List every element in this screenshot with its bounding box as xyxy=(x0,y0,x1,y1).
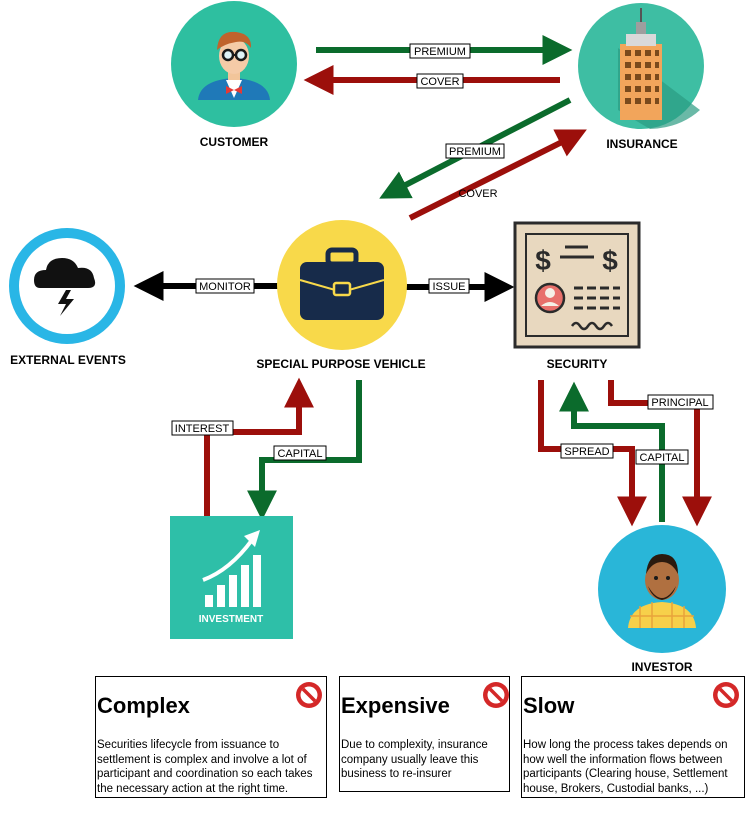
external-events-node: EXTERNAL EVENTS xyxy=(9,228,126,367)
prohibited-icon xyxy=(296,682,322,708)
briefcase-icon xyxy=(277,220,407,350)
skyscraper-icon xyxy=(578,3,704,129)
card-text: How long the process takes depends on ho… xyxy=(523,739,728,795)
customer-node: CUSTOMER xyxy=(171,1,297,149)
edge-label-cover-diagonal: COVER xyxy=(458,188,497,200)
svg-text:COVER: COVER xyxy=(458,188,497,200)
prohibited-icon xyxy=(713,682,739,708)
spv-label: SPECIAL PURPOSE VEHICLE xyxy=(256,357,425,371)
insurance-label: INSURANCE xyxy=(606,137,677,151)
investor-label: INVESTOR xyxy=(631,660,692,674)
svg-text:COVER: COVER xyxy=(420,76,459,88)
edge-label-capital-spv: CAPITAL xyxy=(273,445,327,461)
edge-label-cover-top: COVER xyxy=(416,73,464,89)
investment-label: INVESTMENT xyxy=(199,614,263,625)
growth-chart-icon xyxy=(170,516,293,639)
security-label: SECURITY xyxy=(547,357,608,371)
investor-avatar-icon xyxy=(598,525,726,653)
arrow-cover-spv-to-insurance xyxy=(408,129,587,221)
svg-text:CAPITAL: CAPITAL xyxy=(277,448,322,460)
spv-node: SPECIAL PURPOSE VEHICLE xyxy=(256,220,426,371)
card-text: Due to complexity, insurance company usu… xyxy=(341,739,488,780)
svg-text:INTEREST: INTEREST xyxy=(175,423,230,435)
card-title: Expensive xyxy=(341,693,450,718)
prohibited-icon xyxy=(483,682,509,708)
svg-text:PRINCIPAL: PRINCIPAL xyxy=(651,397,708,409)
insurance-node: INSURANCE xyxy=(578,3,704,151)
card-title: Complex xyxy=(97,693,190,718)
svg-text:ISSUE: ISSUE xyxy=(432,281,465,293)
edge-label-interest: INTEREST xyxy=(171,420,234,436)
security-node: $ $ SECURITY xyxy=(513,221,641,371)
edge-label-issue: ISSUE xyxy=(428,278,470,294)
issue-card-expensive: Expensive Due to complexity, insurance c… xyxy=(339,676,510,792)
card-title: Slow xyxy=(523,693,575,718)
edge-label-spread: SPREAD xyxy=(560,443,614,459)
arrow-capital-spv-to-investment xyxy=(247,380,362,521)
investment-node: INVESTMENT xyxy=(170,516,293,639)
arrow-interest-investment-to-spv xyxy=(204,377,314,516)
svg-text:PREMIUM: PREMIUM xyxy=(449,146,501,158)
issue-card-slow: Slow How long the process takes depends … xyxy=(521,676,745,798)
investor-node: INVESTOR xyxy=(598,525,726,674)
svg-text:$: $ xyxy=(535,245,551,276)
svg-text:CAPITAL: CAPITAL xyxy=(639,452,684,464)
edge-label-principal: PRINCIPAL xyxy=(647,394,714,410)
edge-label-monitor: MONITOR xyxy=(195,278,255,294)
businessman-icon xyxy=(171,1,297,127)
arrow-capital-investor-to-security xyxy=(559,381,665,522)
svg-text:$: $ xyxy=(602,245,618,276)
storm-cloud-icon xyxy=(9,228,125,344)
svg-text:PREMIUM: PREMIUM xyxy=(414,46,466,58)
issue-card-complex: Complex Securities lifecycle from issuan… xyxy=(95,676,327,798)
edge-label-premium-top: PREMIUM xyxy=(409,43,471,59)
svg-text:MONITOR: MONITOR xyxy=(199,281,251,293)
external-events-label: EXTERNAL EVENTS xyxy=(10,353,126,367)
edge-label-capital-investor: CAPITAL xyxy=(635,449,689,465)
customer-label: CUSTOMER xyxy=(200,135,269,149)
edge-label-premium-diagonal: PREMIUM xyxy=(445,143,505,159)
card-text: Securities lifecycle from issuance to se… xyxy=(97,739,313,795)
certificate-icon: $ $ xyxy=(513,221,641,349)
svg-text:SPREAD: SPREAD xyxy=(564,446,609,458)
